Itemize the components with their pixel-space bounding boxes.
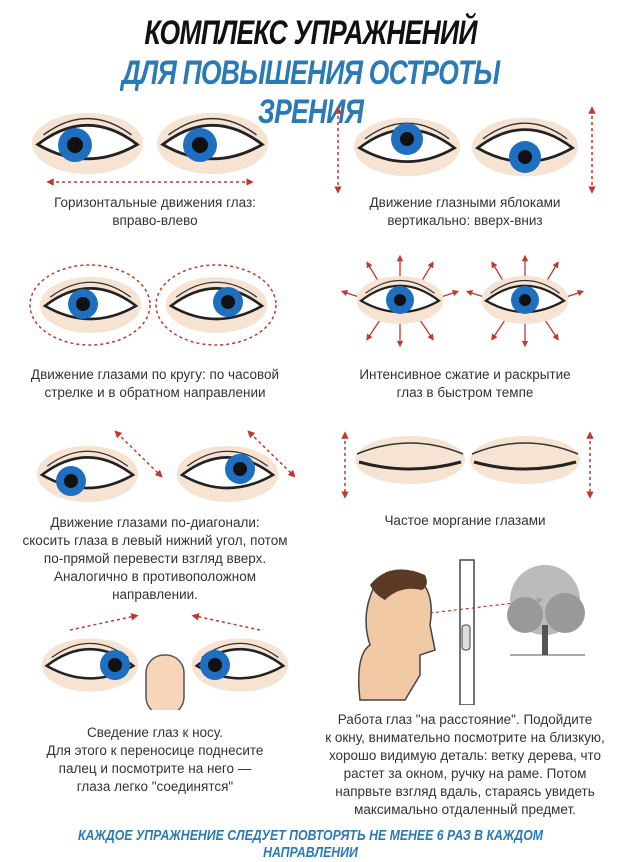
blinking-eyes-illustration <box>341 431 594 499</box>
vertical-eyes-illustration <box>334 106 596 194</box>
caption-diagonal: Движение глазами по-диагонали:скосить гл… <box>22 515 288 602</box>
nose-convergence-illustration <box>40 613 290 710</box>
circular-eyes-illustration <box>29 264 277 346</box>
caption-blinking: Частое моргание глазами <box>384 513 546 528</box>
squeeze-eyes-illustration <box>340 254 585 348</box>
footer-note: КАЖДОЕ УПРАЖНЕНИЕ СЛЕДУЕТ ПОВТОРЯТЬ НЕ М… <box>77 827 544 861</box>
caption-nose: Сведение глаз к носу.Для этого к перенос… <box>46 725 264 794</box>
title-line-1: КОМПЛЕКС УПРАЖНЕНИЙ <box>144 14 477 52</box>
diagonal-eyes-illustration <box>35 430 295 504</box>
caption-horizontal: Горизонтальные движения глаз:вправо-влев… <box>54 195 256 228</box>
horizontal-eyes-illustration <box>30 111 270 186</box>
distance-focus-illustration <box>358 559 585 705</box>
title-line-2: ДЛЯ ПОВЫШЕНИЯ ОСТРОТЫ ЗРЕНИЯ <box>121 54 500 131</box>
